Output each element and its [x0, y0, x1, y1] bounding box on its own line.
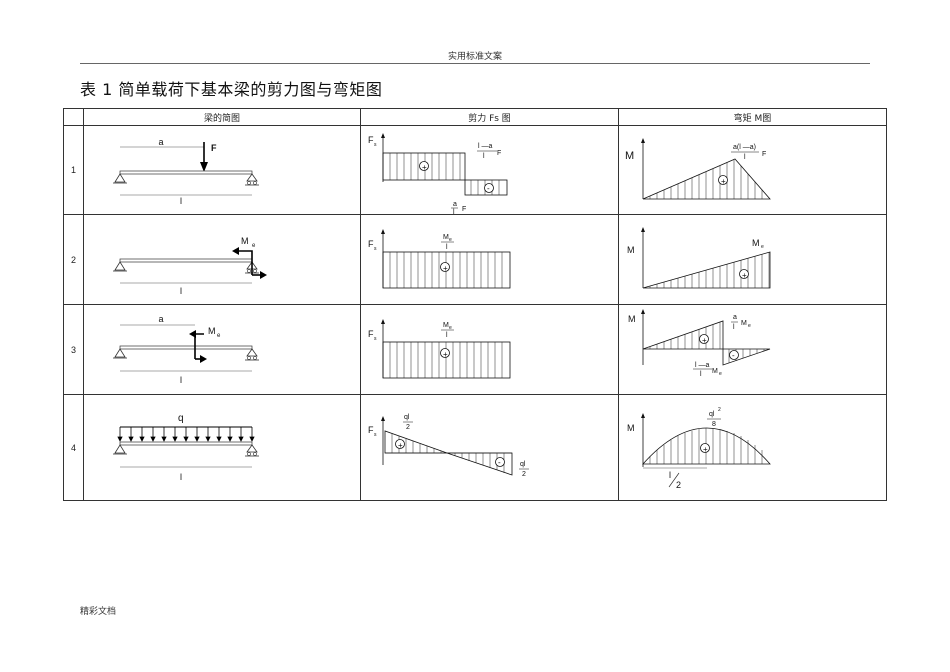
- table-row-2: 2 M e l: [63, 214, 887, 305]
- moment-diagram-4: M + ql 2 8: [618, 394, 887, 501]
- page-header: 实用标准文案: [447, 52, 502, 62]
- svg-text:s: s: [374, 246, 377, 252]
- beam-diagram-2: M e l: [83, 214, 361, 305]
- header-moment: 弯矩 M图: [618, 108, 887, 126]
- svg-text:2: 2: [406, 424, 410, 431]
- svg-text:+: +: [398, 441, 403, 450]
- svg-text:+: +: [443, 350, 448, 359]
- row-num-4: 4: [63, 394, 84, 501]
- svg-text:-: -: [732, 351, 735, 360]
- shear-diagram-2: F s + M e l: [360, 214, 619, 305]
- svg-text:M: M: [443, 234, 449, 241]
- beam-diagram-1: a F l: [83, 125, 361, 215]
- shear-diagram-3: F s + M e l: [360, 304, 619, 395]
- svg-text:s: s: [374, 336, 377, 342]
- svg-text:F: F: [497, 150, 501, 157]
- shear-axis-label: F: [368, 239, 374, 249]
- svg-text:e: e: [449, 325, 452, 331]
- moment-diagram-3: M + - a: [618, 304, 887, 395]
- svg-text:2: 2: [522, 471, 526, 478]
- beam-diagram-4: q: [83, 394, 361, 501]
- svg-text:M: M: [752, 238, 760, 248]
- svg-text:l —a: l —a: [695, 362, 710, 369]
- svg-text:F: F: [762, 151, 766, 158]
- header-shear: 剪力 Fs 图: [360, 108, 619, 126]
- svg-text:s: s: [374, 142, 377, 148]
- svg-text:ql: ql: [520, 461, 526, 468]
- dim-a-label: a: [158, 137, 163, 147]
- length-label: l: [180, 196, 182, 206]
- moment-label: M: [208, 326, 216, 336]
- svg-text:M: M: [443, 322, 449, 329]
- table-row-4: 4 q: [63, 394, 887, 501]
- moment-axis-label: M: [628, 314, 636, 324]
- table-title: 表 1 简单载荷下基本梁的剪力图与弯矩图: [80, 80, 383, 99]
- dim-a-label: a: [158, 314, 163, 324]
- svg-text:l: l: [744, 154, 746, 161]
- svg-text:e: e: [252, 243, 256, 249]
- svg-text:a: a: [453, 201, 457, 208]
- row-num-3: 3: [63, 304, 84, 395]
- beam-table: 梁的简图 剪力 Fs 图 弯矩 M图 1 a F: [63, 108, 887, 501]
- table-row-1: 1 a F l: [63, 125, 887, 215]
- moment-label: M: [241, 236, 249, 246]
- beam-diagram-3: a M e l: [83, 304, 361, 395]
- svg-text:+: +: [742, 271, 747, 280]
- table-row-3: 3 a M e l: [63, 304, 887, 395]
- moment-axis-label: M: [625, 150, 634, 162]
- header-rule: [80, 63, 870, 64]
- table-header-row: 梁的简图 剪力 Fs 图 弯矩 M图: [63, 108, 887, 126]
- svg-text:M: M: [741, 320, 747, 327]
- moment-axis-label: M: [627, 245, 635, 255]
- svg-text:e: e: [761, 244, 764, 250]
- force-label: F: [211, 143, 217, 153]
- svg-text:+: +: [443, 264, 448, 273]
- shear-axis-label: F: [368, 135, 374, 145]
- svg-text:e: e: [449, 237, 452, 243]
- svg-text:l: l: [733, 324, 735, 331]
- svg-text:+: +: [703, 445, 708, 454]
- svg-text:l: l: [446, 332, 448, 339]
- svg-text:l: l: [669, 470, 671, 480]
- moment-diagram-1: M + a(l —a) l F: [618, 125, 887, 215]
- svg-text:ql: ql: [709, 411, 715, 418]
- svg-text:8: 8: [712, 421, 716, 428]
- svg-text:-: -: [498, 458, 501, 467]
- shear-diagram-1: F s + - l —a: [360, 125, 619, 215]
- svg-text:a: a: [733, 314, 737, 321]
- svg-text:e: e: [719, 371, 722, 377]
- svg-text:2: 2: [676, 480, 681, 490]
- svg-text:F: F: [462, 206, 466, 213]
- svg-text:l: l: [483, 153, 485, 160]
- svg-text:M: M: [712, 368, 718, 375]
- svg-text:a(l —a): a(l —a): [733, 144, 756, 151]
- load-label: q: [178, 413, 184, 424]
- svg-text:e: e: [748, 323, 751, 329]
- svg-text:-: -: [487, 184, 490, 193]
- svg-text:s: s: [374, 432, 377, 438]
- svg-text:+: +: [702, 336, 707, 345]
- svg-text:+: +: [422, 163, 427, 172]
- shear-axis-label: F: [368, 425, 374, 435]
- length-label: l: [180, 286, 182, 296]
- header-beam: 梁的简图: [83, 108, 361, 126]
- page-footer: 精彩文档: [80, 607, 117, 617]
- moment-diagram-2: M + M e: [618, 214, 887, 305]
- svg-text:l: l: [700, 371, 702, 378]
- svg-text:l —a: l —a: [478, 143, 493, 150]
- length-label: l: [180, 472, 182, 482]
- svg-text:2: 2: [718, 407, 721, 413]
- svg-text:ql: ql: [404, 414, 410, 421]
- shear-diagram-4: F s + - ql: [360, 394, 619, 501]
- moment-axis-label: M: [627, 423, 635, 433]
- row-num-2: 2: [63, 214, 84, 305]
- svg-text:+: +: [721, 177, 726, 186]
- header-num: [63, 108, 84, 126]
- shear-axis-label: F: [368, 329, 374, 339]
- row-num-1: 1: [63, 125, 84, 215]
- svg-text:l: l: [446, 244, 448, 251]
- svg-text:l: l: [453, 209, 455, 214]
- svg-text:e: e: [217, 333, 221, 339]
- length-label: l: [180, 375, 182, 385]
